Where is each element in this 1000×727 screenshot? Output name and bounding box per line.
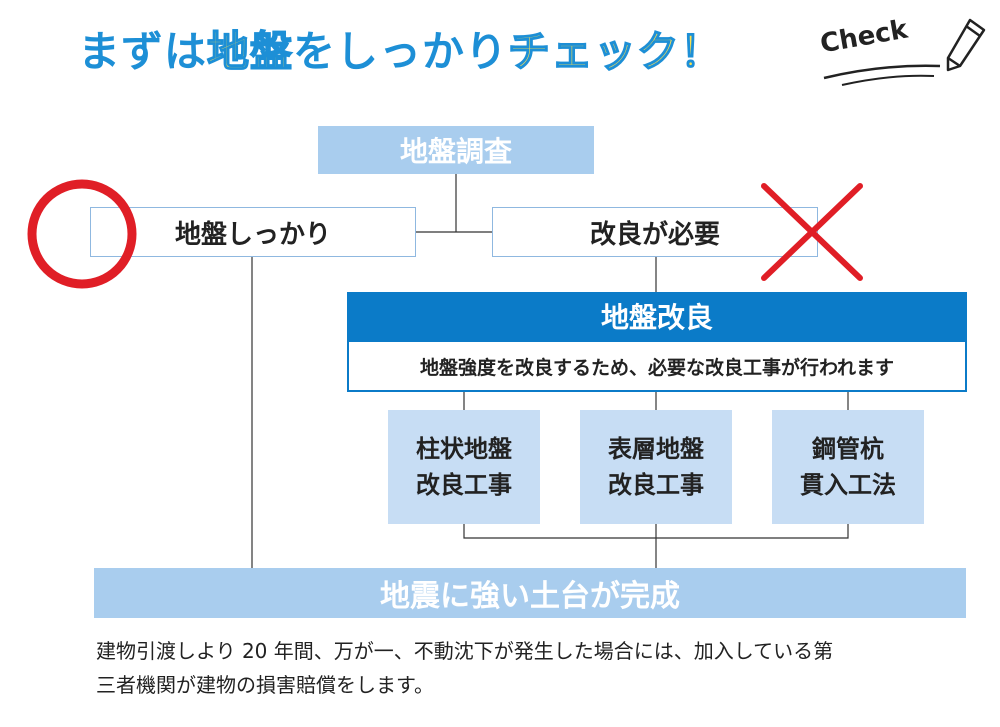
title-part-4: チェック — [507, 26, 681, 77]
improvement-needed-box: 改良が必要 — [492, 207, 818, 257]
title-part-5: ！ — [679, 26, 724, 77]
method-line-1: 鋼管杭 — [812, 435, 884, 463]
method-line-1: 柱状地盤 — [416, 435, 512, 463]
cross-ng-icon — [761, 183, 863, 281]
method-box-column: 柱状地盤 改良工事 — [388, 410, 540, 524]
pencil-icon — [946, 18, 986, 72]
check-underline — [823, 64, 941, 86]
guarantee-note: 建物引渡しより 20 年間、万が一、不動沈下が発生した場合には、加入している第 … — [96, 634, 976, 702]
title-part-3: をしっかり — [293, 27, 509, 76]
note-line-2: 三者機関が建物の損害賠償をします。 — [96, 673, 434, 697]
method-line-1: 表層地盤 — [608, 435, 704, 463]
ground-improvement-description: 地盤強度を改良するため、必要な改良工事が行われます — [347, 340, 967, 392]
method-line-2: 改良工事 — [416, 471, 512, 499]
method-box-steel-pile: 鋼管杭 貫入工法 — [772, 410, 924, 524]
ground-solid-box: 地盤しっかり — [90, 207, 416, 257]
ground-improvement-header: 地盤改良 — [347, 292, 967, 340]
circle-ok-icon — [27, 179, 137, 289]
title-part-2: 地盤 — [206, 26, 294, 77]
note-line-1: 建物引渡しより 20 年間、万が一、不動沈下が発生した場合には、加入している第 — [96, 639, 834, 663]
method-line-2: 改良工事 — [608, 471, 704, 499]
method-box-surface: 表層地盤 改良工事 — [580, 410, 732, 524]
method-line-2: 貫入工法 — [800, 471, 896, 499]
page-title: まずは地盤をしっかりチェック！ — [78, 22, 723, 82]
ground-survey-box: 地盤調査 — [318, 126, 594, 174]
title-part-1: まずは — [78, 27, 208, 76]
result-box: 地震に強い土台が完成 — [94, 568, 966, 618]
